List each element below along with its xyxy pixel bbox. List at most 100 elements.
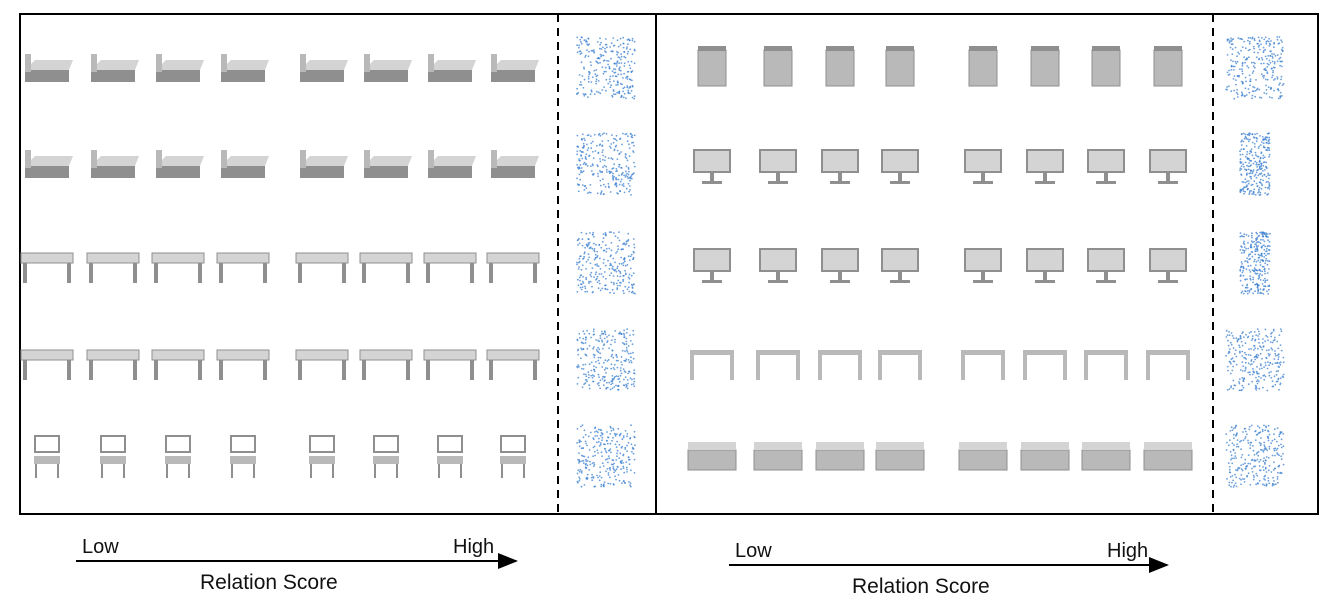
left-model-r2-c4	[221, 150, 269, 178]
left-model-r3-c4	[216, 252, 270, 283]
right-model-r2-c8	[1149, 149, 1187, 184]
right-model-r3-c4	[881, 248, 919, 283]
left-point-cloud-4	[576, 328, 636, 391]
right-axis-title: Relation Score	[852, 575, 990, 598]
left-point-cloud-1	[576, 36, 636, 100]
left-model-r2-c7	[428, 150, 476, 178]
right-model-r2-c4	[881, 149, 919, 184]
right-model-r2-c6	[1026, 149, 1064, 184]
left-model-r4-c6	[359, 349, 413, 380]
right-model-r1-c8	[1153, 46, 1183, 87]
panel-frames	[19, 13, 1319, 515]
right-point-cloud-5	[1225, 424, 1285, 488]
right-model-r5-c7	[1081, 442, 1131, 471]
left-model-r5-c2	[100, 435, 126, 478]
left-point-cloud-5	[576, 424, 636, 488]
right-model-r1-c4	[885, 46, 915, 87]
left-model-r4-c1	[20, 349, 74, 380]
left-model-r1-c2	[91, 54, 139, 82]
right-model-r1-c7	[1091, 46, 1121, 87]
right-model-r5-c6	[1020, 442, 1070, 471]
right-model-r3-c5	[964, 248, 1002, 283]
left-model-r1-c5	[300, 54, 348, 82]
right-model-r5-c3	[815, 442, 865, 471]
left-model-r1-c6	[364, 54, 412, 82]
left-model-r4-c3	[151, 349, 205, 380]
left-model-r4-c4	[216, 349, 270, 380]
right-model-r2-c5	[964, 149, 1002, 184]
left-model-r2-c6	[364, 150, 412, 178]
right-model-r2-c1	[693, 149, 731, 184]
right-model-r4-c7	[1084, 350, 1128, 380]
left-axis-low-label: Low	[82, 536, 119, 558]
left-model-r5-c7	[437, 435, 463, 478]
left-model-r5-c4	[230, 435, 256, 478]
right-model-r3-c3	[821, 248, 859, 283]
right-point-cloud-1	[1225, 36, 1285, 100]
right-model-r1-c3	[825, 46, 855, 87]
left-model-r3-c3	[151, 252, 205, 283]
score-arrows	[76, 553, 1169, 573]
left-model-r2-c5	[300, 150, 348, 178]
left-axis-title: Relation Score	[200, 571, 338, 594]
right-model-r3-c7	[1087, 248, 1125, 283]
left-model-r4-c5	[295, 349, 349, 380]
left-model-r3-c7	[423, 252, 477, 283]
right-model-r5-c4	[875, 442, 925, 471]
right-model-r5-c5	[958, 442, 1008, 471]
left-model-r5-c5	[309, 435, 335, 478]
left-model-r2-c8	[491, 150, 539, 178]
right-model-r4-c8	[1146, 350, 1190, 380]
right-point-cloud-3	[1239, 231, 1271, 295]
left-model-r2-c2	[91, 150, 139, 178]
right-model-r5-c2	[753, 442, 803, 471]
left-point-cloud-3	[576, 231, 636, 295]
right-model-r4-c3	[818, 350, 862, 380]
left-model-r5-c8	[500, 435, 526, 478]
left-model-r4-c7	[423, 349, 477, 380]
right-model-r3-c1	[693, 248, 731, 283]
left-model-r3-c8	[486, 252, 540, 283]
left-model-r2-c1	[25, 150, 73, 178]
right-model-r2-c7	[1087, 149, 1125, 184]
left-model-r2-c3	[156, 150, 204, 178]
left-model-r1-c4	[221, 54, 269, 82]
left-model-r1-c1	[25, 54, 73, 82]
right-model-r3-c2	[759, 248, 797, 283]
right-model-r1-c2	[763, 46, 793, 87]
right-model-r4-c2	[756, 350, 800, 380]
right-model-r1-c5	[968, 46, 998, 87]
left-model-r5-c3	[165, 435, 191, 478]
left-model-r5-c1	[34, 435, 60, 478]
point-cloud-column	[576, 36, 1285, 488]
right-point-cloud-2	[1239, 132, 1271, 196]
right-model-r2-c2	[759, 149, 797, 184]
left-axis-high-label: High	[453, 536, 495, 558]
left-model-r3-c2	[86, 252, 140, 283]
left-model-r1-c7	[428, 54, 476, 82]
left-model-r3-c5	[295, 252, 349, 283]
right-model-r4-c5	[961, 350, 1005, 380]
right-model-r1-c6	[1030, 46, 1060, 87]
right-model-r4-c6	[1023, 350, 1067, 380]
left-model-r1-c3	[156, 54, 204, 82]
right-model-r5-c8	[1143, 442, 1193, 471]
right-model-r5-c1	[687, 442, 737, 471]
right-model-r2-c3	[821, 149, 859, 184]
left-model-r4-c2	[86, 349, 140, 380]
right-model-r3-c6	[1026, 248, 1064, 283]
model-grid	[20, 46, 1193, 478]
left-point-cloud-2	[576, 132, 636, 196]
outer-frame	[19, 13, 1319, 515]
left-model-r4-c8	[486, 349, 540, 380]
right-axis-high-label: High	[1107, 540, 1149, 562]
right-model-r1-c1	[697, 46, 727, 87]
left-model-r5-c6	[373, 435, 399, 478]
right-axis-low-label: Low	[735, 540, 772, 562]
right-model-r4-c1	[690, 350, 734, 380]
left-model-r3-c6	[359, 252, 413, 283]
right-model-r3-c8	[1149, 248, 1187, 283]
left-model-r3-c1	[20, 252, 74, 283]
right-point-cloud-4	[1225, 328, 1285, 392]
